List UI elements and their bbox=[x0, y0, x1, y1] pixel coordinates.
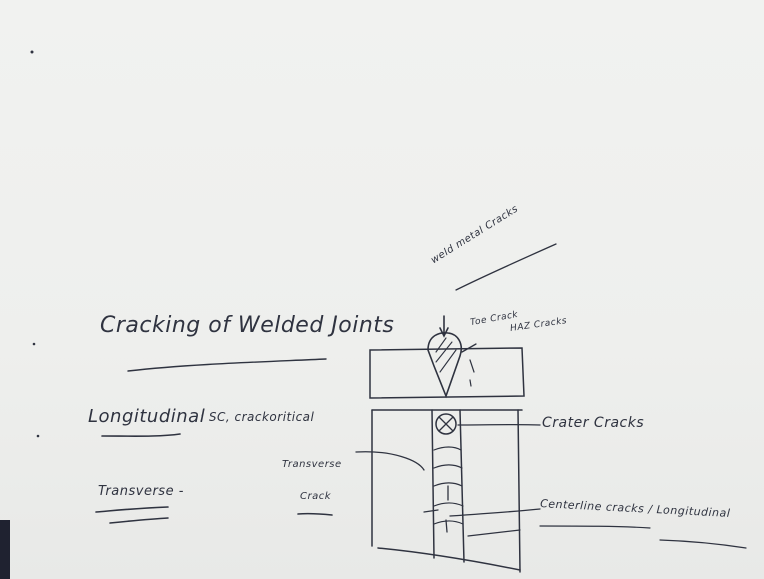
plan-view-plate bbox=[518, 410, 520, 572]
crater-crack-x bbox=[439, 417, 453, 431]
marker-dot bbox=[31, 51, 34, 54]
plate-cross-section bbox=[370, 348, 524, 398]
transverse-underline-2 bbox=[110, 518, 168, 523]
bead-ripple bbox=[434, 465, 462, 468]
bead-ripple bbox=[434, 503, 463, 506]
weld-hatch bbox=[436, 338, 446, 352]
centerline-leader bbox=[450, 509, 540, 516]
centerline-crack-mark bbox=[446, 520, 447, 532]
marker-dot bbox=[37, 435, 40, 438]
centerline-label-underline bbox=[540, 526, 650, 528]
bead-ripple bbox=[434, 521, 463, 524]
weld-run-left bbox=[432, 410, 434, 558]
plate-edge-mark bbox=[468, 530, 520, 536]
longitudinal-label-underline bbox=[660, 540, 746, 548]
haz-crack-mark bbox=[470, 380, 471, 386]
plan-view-plate bbox=[378, 548, 520, 570]
heading-underline bbox=[128, 359, 326, 371]
transverse-crack-mark bbox=[424, 510, 438, 512]
marker-dot bbox=[33, 343, 36, 346]
bead-ripple bbox=[434, 447, 461, 450]
transverse-underline-1 bbox=[96, 507, 168, 512]
weld-metal-cracks-underline bbox=[456, 244, 556, 290]
haz-crack-mark bbox=[470, 360, 474, 372]
longitudinal-underline bbox=[102, 434, 180, 436]
weld-bead bbox=[428, 333, 461, 396]
transverse-crack-leader bbox=[356, 452, 424, 470]
crack-underline bbox=[298, 514, 332, 515]
